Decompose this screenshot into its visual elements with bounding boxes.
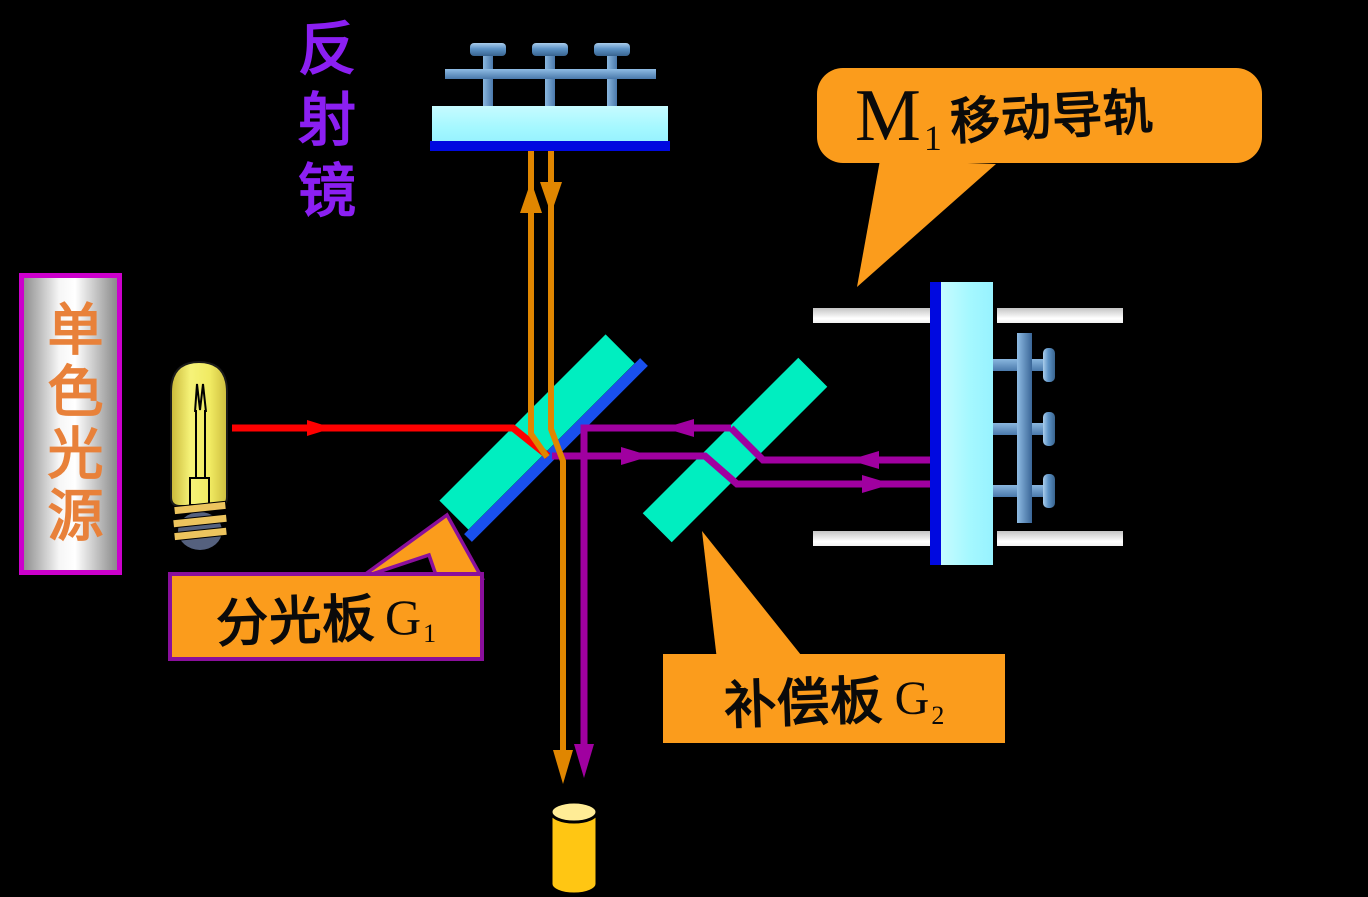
light-bulb <box>170 360 228 550</box>
g2-callout-text: 补偿板 <box>722 671 884 737</box>
purple-arrow-down <box>574 744 594 778</box>
mirror-adjust-bar <box>445 69 656 79</box>
bulb-glass-tube <box>170 360 228 507</box>
m1-callout-text: 移动导轨 <box>948 82 1156 151</box>
fixed-mirror-glass <box>432 106 668 142</box>
orange-arrow-up <box>520 181 542 213</box>
purple-arrow-right <box>621 447 651 465</box>
g2-symbol: G <box>894 672 930 725</box>
g2-subscript: 2 <box>931 700 945 730</box>
mirror-screw-cap <box>594 43 630 56</box>
g1-glass-plate <box>439 334 635 530</box>
orange-arrow-down <box>553 750 573 784</box>
m1-callout-tail <box>857 160 996 287</box>
purple-arrow-left <box>664 419 694 437</box>
orange-arrow-down <box>540 182 562 214</box>
m1-mirror-glass <box>941 282 993 565</box>
rail-bottom-right <box>997 531 1123 546</box>
m1-screw-cap <box>1043 348 1055 382</box>
g1-subscript: 1 <box>423 618 437 648</box>
compensator-g2-plate <box>642 357 828 543</box>
detector-top-face <box>549 800 599 824</box>
light-source-box: 单色光源 <box>19 273 122 575</box>
m1-subscript: 1 <box>923 117 942 158</box>
mirror-screw-cap <box>532 43 568 56</box>
reflector-label: 反射镜 <box>288 18 356 231</box>
g1-symbol: G <box>384 588 422 645</box>
bulb-screw-thread <box>173 500 227 516</box>
beam-down-from-mirror <box>548 151 566 754</box>
rail-top-right <box>997 308 1123 323</box>
mirror-screw-stem <box>607 55 617 106</box>
bulb-screw-thread <box>173 526 228 542</box>
bulb-screw-thread <box>172 513 228 529</box>
m1-bracket-bar <box>1017 333 1032 523</box>
light-source-label: 单色光源 <box>38 300 103 548</box>
g1-callout-tail <box>358 512 485 580</box>
mirror-screw-stem <box>483 55 493 106</box>
mirror-screw-stem <box>545 55 555 106</box>
m1-symbol: M <box>855 74 921 157</box>
purple-arrow-left <box>849 451 879 469</box>
m1-screw-cap <box>1043 412 1055 446</box>
m1-mirror-coating <box>930 282 941 565</box>
fixed-mirror-coating <box>430 141 670 151</box>
g2-callout-tail <box>702 531 805 660</box>
beamsplitter-g1 <box>439 334 648 542</box>
m1-screw-cap <box>1043 474 1055 508</box>
rail-bottom-left <box>813 531 931 546</box>
detector-cylinder <box>549 800 599 896</box>
beam-up-to-mirror <box>528 151 550 459</box>
purple-arrow-right <box>862 475 892 493</box>
mirror-screw-cap <box>470 43 506 56</box>
incident-beam-arrow <box>307 420 333 436</box>
g1-callout-text: 分光板 <box>215 589 377 655</box>
rail-top-left <box>813 308 931 323</box>
detector-body <box>549 810 599 896</box>
bulb-filament <box>194 383 207 413</box>
